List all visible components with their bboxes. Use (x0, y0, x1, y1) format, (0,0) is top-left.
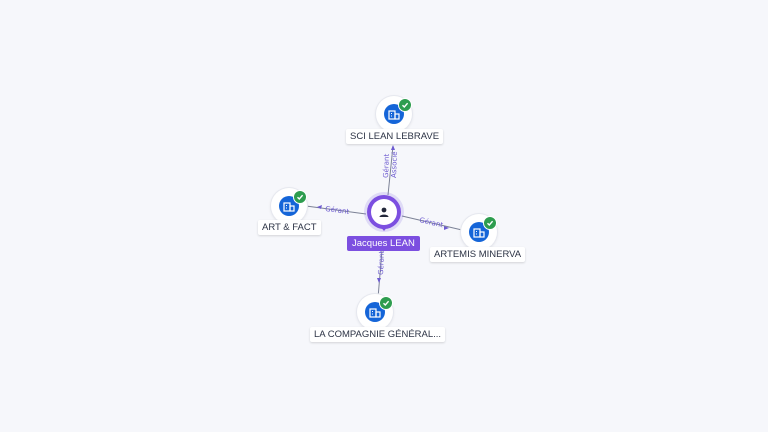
edge-label-gerant: Gérant (377, 250, 386, 275)
edge-label-associe: Associé (390, 151, 399, 178)
company-node-la-compagnie[interactable] (355, 292, 395, 332)
verified-badge (379, 296, 393, 310)
building-icon (388, 110, 400, 120)
company-label-artemis-minerva[interactable]: ARTEMIS MINERVA (430, 247, 526, 262)
check-icon (383, 300, 390, 307)
check-icon (297, 194, 304, 201)
edge-art-and-fact: Gérant (305, 205, 367, 216)
edge-sci-lean-lebrave: Gérant Associé (382, 145, 399, 196)
check-icon (402, 102, 409, 109)
edge-label-gerant: Gérant (325, 205, 350, 216)
building-icon (473, 228, 485, 238)
person-node-center[interactable] (364, 192, 404, 232)
edge-label-gerant: Gérant (382, 153, 391, 178)
verified-badge (483, 216, 497, 230)
company-label-art-and-fact[interactable]: ART & FACT (258, 220, 321, 235)
edge-artemis-minerva: Gérant (401, 215, 463, 231)
check-icon (487, 220, 494, 227)
company-node-sci-lean-lebrave[interactable] (374, 94, 414, 134)
person-icon (379, 207, 389, 217)
company-label-la-compagnie[interactable]: LA COMPAGNIE GÉNÉRAL... (310, 327, 446, 342)
person-pointer (379, 225, 389, 231)
company-node-artemis-minerva[interactable] (459, 212, 499, 252)
person-label[interactable]: Jacques LEAN (347, 236, 420, 251)
company-node-art-and-fact[interactable] (269, 186, 309, 226)
building-icon (283, 202, 295, 212)
verified-badge (293, 190, 307, 204)
verified-badge (398, 98, 412, 112)
building-icon (369, 308, 381, 318)
person-avatar (371, 199, 397, 225)
company-label-sci-lean-lebrave[interactable]: SCI LEAN LEBRAVE (346, 129, 444, 144)
edge-label-gerant: Gérant (419, 216, 445, 229)
edge-la-compagnie: Gérant (377, 249, 386, 299)
